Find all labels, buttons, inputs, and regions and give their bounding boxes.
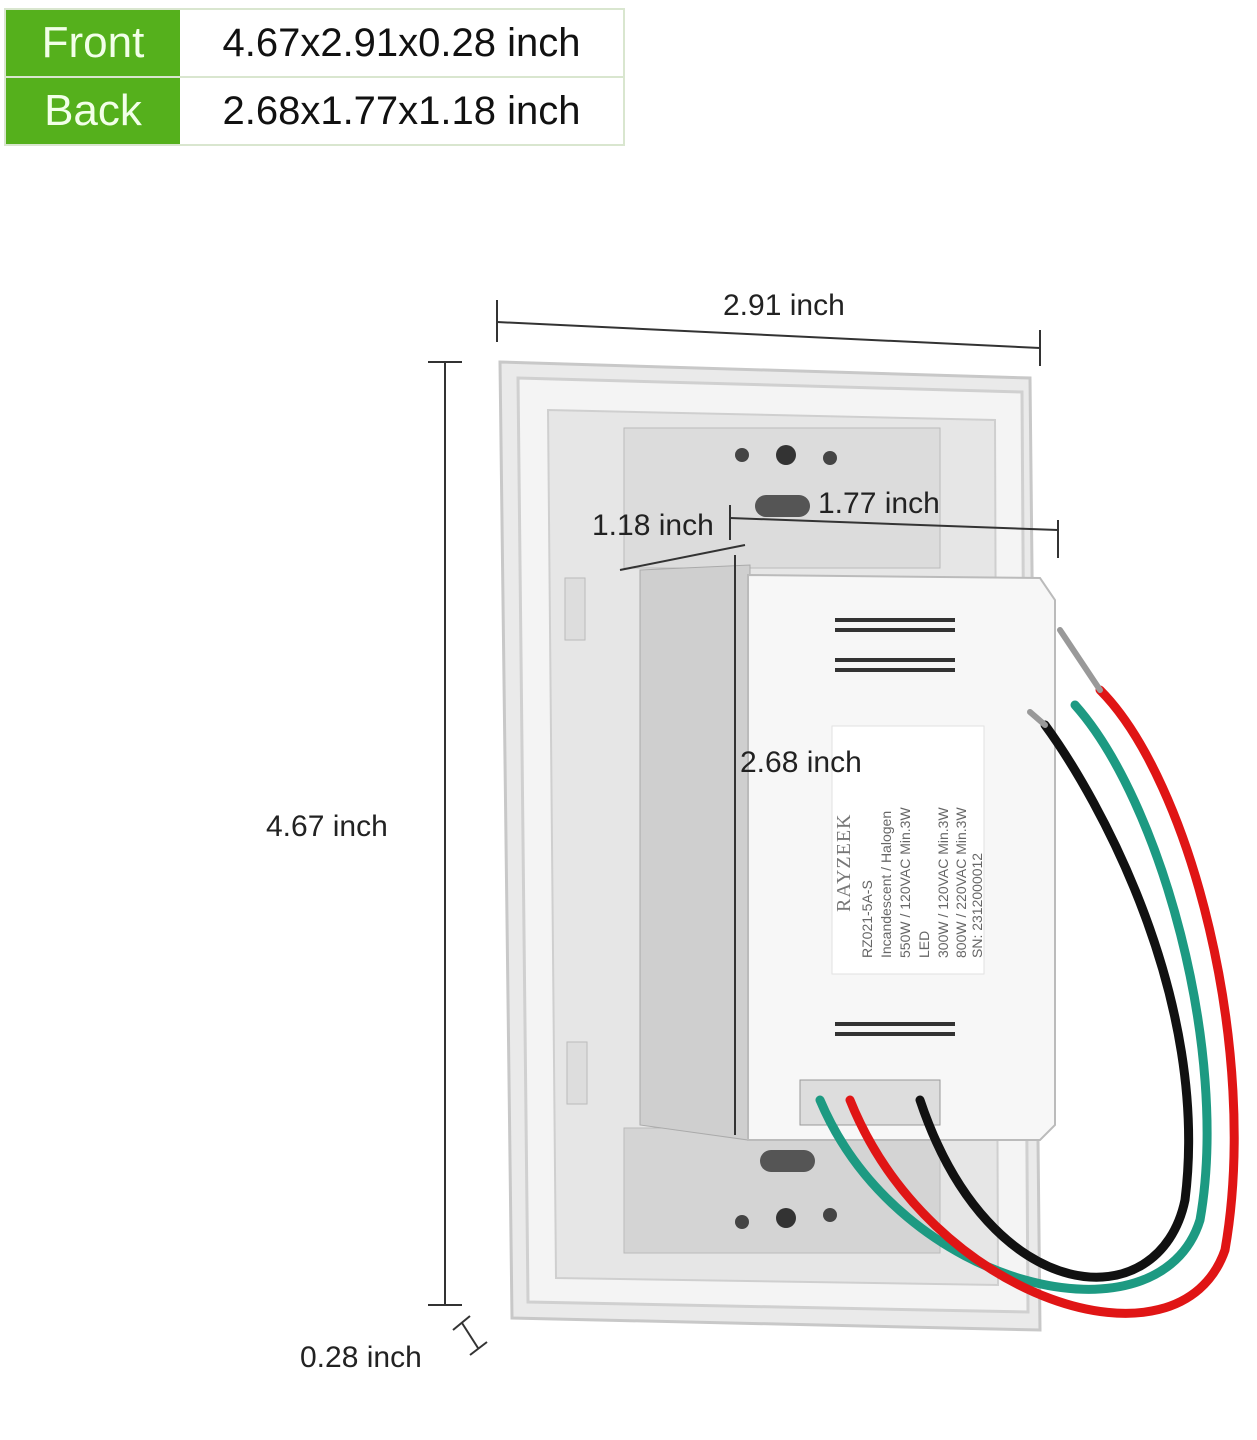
dimension-box-width: 1.77 inch (818, 487, 940, 520)
spec-key: Front (6, 10, 180, 76)
spec-value: 2.68x1.77x1.18 inch (222, 88, 581, 133)
dimension-height: 4.67 inch (266, 810, 388, 843)
spec-table: Front 4.67x2.91x0.28 inch Back 2.68x1.77… (4, 8, 625, 146)
spec-row-front: Front 4.67x2.91x0.28 inch (6, 10, 623, 76)
dimension-box-depth: 1.18 inch (592, 509, 714, 542)
spec-key: Back (6, 78, 180, 144)
label-line: 300W / 120VAC Min.3W (935, 807, 951, 958)
spec-value: 4.67x2.91x0.28 inch (222, 20, 581, 65)
mounting-strap (623, 427, 941, 1254)
wires (815, 627, 1239, 1318)
dimension-box-height: 2.68 inch (740, 746, 862, 779)
wire-red (845, 685, 1239, 1318)
label-model: RZ021-5A-S (859, 880, 875, 958)
label-line: Incandescent / Halogen (878, 811, 894, 958)
label-serial: SN: 2312000012 (969, 853, 985, 958)
wire-green (815, 700, 1212, 1294)
dimension-lines (428, 300, 1059, 1356)
label-line: LED (916, 931, 932, 958)
label-line: 800W / 220VAC Min.3W (953, 807, 969, 958)
wire-black (915, 720, 1194, 1282)
dimension-thickness: 0.28 inch (300, 1341, 422, 1374)
product-label: RAYZEEK RZ021-5A-S Incandescent / Haloge… (831, 725, 985, 975)
label-line: 550W / 120VAC Min.3W (897, 807, 913, 958)
dimension-width: 2.91 inch (723, 289, 845, 322)
spec-row-back: Back 2.68x1.77x1.18 inch (6, 76, 623, 144)
label-brand: RAYZEEK (833, 814, 855, 912)
